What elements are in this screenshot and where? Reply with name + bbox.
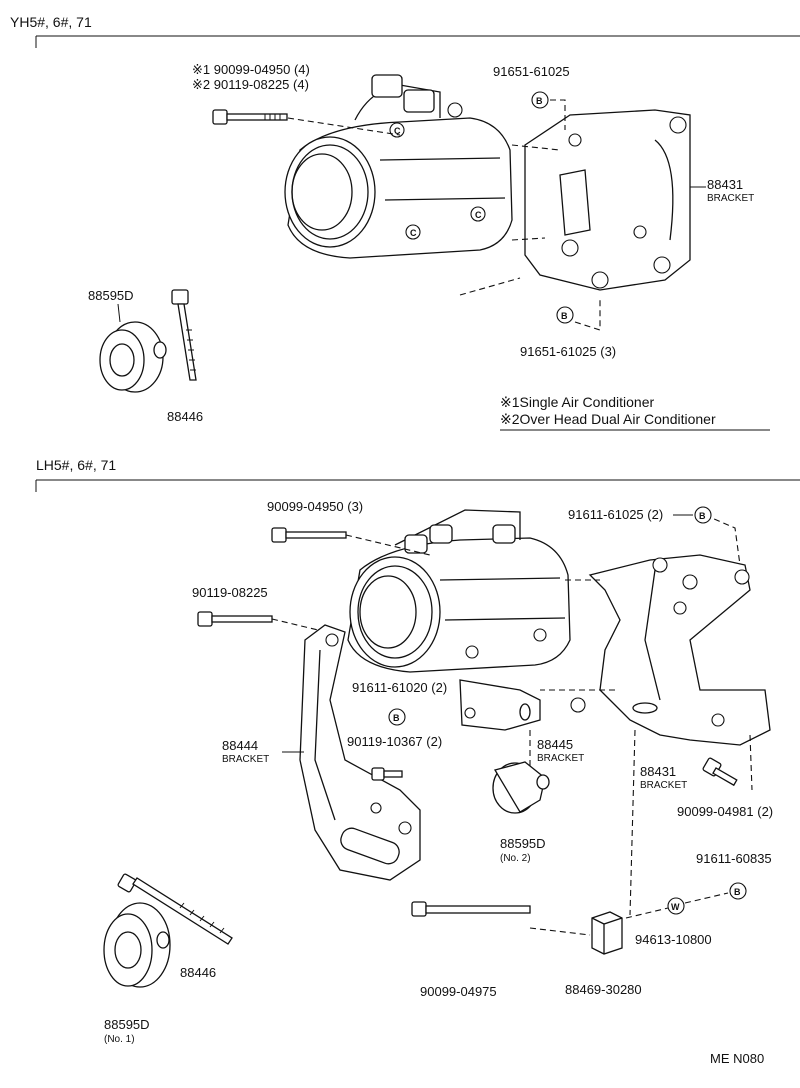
label-washer: 94613-10800 xyxy=(635,932,712,947)
bracket-88445 xyxy=(459,679,541,731)
label-bolt-b-bottom: 91651-61025 (3) xyxy=(520,344,616,359)
pulley-88595D-top xyxy=(99,321,167,393)
bolt-e xyxy=(371,767,403,781)
bracket-88444 xyxy=(299,624,421,881)
label-long-bolt: 88446 xyxy=(167,409,203,424)
svg-text:B: B xyxy=(536,96,543,106)
bolt-b xyxy=(197,611,273,627)
marker-b-bottom xyxy=(556,306,574,324)
svg-text:C: C xyxy=(410,228,417,238)
label-bracket-word: BRACKET xyxy=(707,193,754,204)
marker-b-bottom-1 xyxy=(694,506,712,524)
label-bolt-f: 90099-04981 (2) xyxy=(677,804,773,819)
label-bolt2: ※2 90119-08225 (4) xyxy=(192,77,309,92)
label-block: 88469-30280 xyxy=(565,982,642,997)
label-bolt-d: 91611-61020 (2) xyxy=(352,680,447,695)
svg-text:C: C xyxy=(475,210,482,220)
label-bolt-a: 90099-04950 (3) xyxy=(267,499,363,514)
marker-w xyxy=(667,897,685,915)
label-bolt-g: 91611-60835 xyxy=(696,851,772,866)
label-bracket-88431-bottom-word: BRACKET xyxy=(640,780,687,791)
long-bolt-88446-top xyxy=(171,289,197,381)
label-bracket-88445-word: BRACKET xyxy=(537,753,584,764)
compressor-bottom xyxy=(347,509,571,673)
pulley-88595D-no2 xyxy=(492,761,550,814)
bolt-h xyxy=(411,901,531,917)
label-bracket-88431-bottom: 88431 xyxy=(640,764,676,779)
label-bracket-88444: 88444 xyxy=(222,738,258,753)
section-heading-top: YH5#, 6#, 71 xyxy=(10,14,92,30)
label-bolt1: ※1 90099-04950 (4) xyxy=(192,62,310,77)
long-bolt-88446-bottom xyxy=(117,873,233,945)
svg-text:B: B xyxy=(699,511,706,521)
label-bolt-b: 90119-08225 xyxy=(192,585,268,600)
label-bolt-b-top: 91651-61025 xyxy=(493,64,570,79)
bolt-top-left xyxy=(212,109,288,125)
bracket-88431-top xyxy=(524,109,691,291)
svg-text:B: B xyxy=(734,887,741,897)
label-bolt-e: 90119-10367 (2) xyxy=(347,734,442,749)
marker-b-top xyxy=(531,91,549,109)
footer-code: ME N080 xyxy=(710,1051,764,1066)
bolt-a xyxy=(271,527,347,543)
svg-text:W: W xyxy=(671,902,680,912)
bracket-88431-bottom xyxy=(570,554,771,746)
marker-b-bottom-3 xyxy=(729,882,747,900)
bolt-f xyxy=(702,757,738,787)
label-long-bolt2: 88446 xyxy=(180,965,216,980)
label-pulley2: 88595D xyxy=(500,836,546,851)
compressor-top: C C C xyxy=(284,74,513,259)
label-bolt-h: 90099-04975 xyxy=(420,984,497,999)
block-88469 xyxy=(591,911,623,955)
section-heading-bottom: LH5#, 6#, 71 xyxy=(36,457,116,473)
label-bracket-88431: 88431 xyxy=(707,177,743,192)
label-bracket-88445: 88445 xyxy=(537,737,573,752)
label-pulley1-sub: (No. 1) xyxy=(104,1034,135,1045)
svg-text:B: B xyxy=(561,311,568,321)
label-bolt-c: 91611-61025 (2) xyxy=(568,507,663,522)
svg-text:B: B xyxy=(393,713,400,723)
label-pulley1: 88595D xyxy=(104,1017,150,1032)
marker-b-bottom-2 xyxy=(388,708,406,726)
legend-item-2: ※2Over Head Dual Air Conditioner xyxy=(500,411,716,427)
label-pulley: 88595D xyxy=(88,288,134,303)
label-bracket-88444-word: BRACKET xyxy=(222,754,269,765)
marker-c: C xyxy=(394,126,401,136)
pulley-88595D-no1 xyxy=(103,902,171,988)
label-pulley2-sub: (No. 2) xyxy=(500,853,531,864)
legend-item-1: ※1Single Air Conditioner xyxy=(500,394,654,410)
